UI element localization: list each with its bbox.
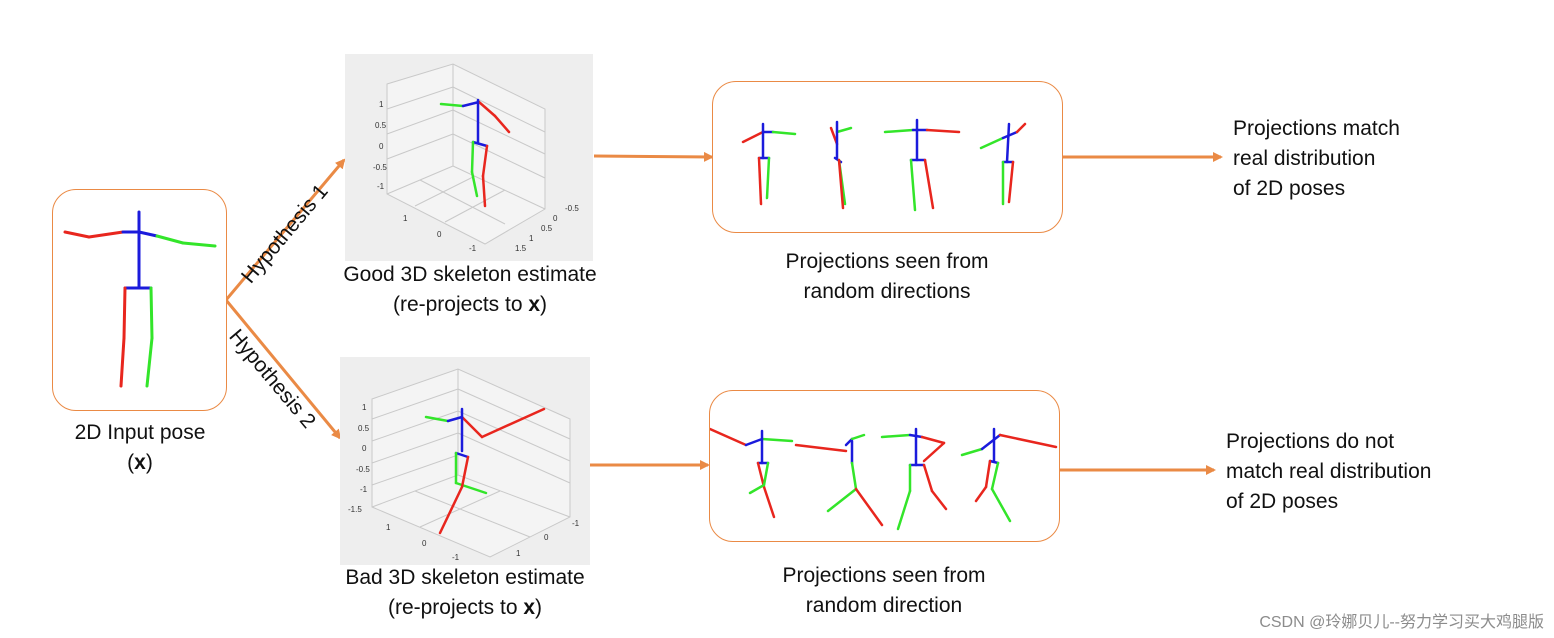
input-pose-label-paren-open: ( — [127, 451, 135, 474]
result-bottom-line1: Projections do not — [1226, 430, 1395, 453]
bad-ztick-1: 0 — [544, 533, 549, 542]
projections-top-caption: Projections seen from random directions — [737, 247, 1037, 307]
good-caption-x: x — [528, 293, 541, 316]
bad-ytick-1: 0.5 — [358, 424, 370, 433]
input-pose-label-line1: 2D Input pose — [74, 421, 206, 444]
input-pose-skeleton — [63, 210, 217, 388]
projections-top-caption-line2: random directions — [803, 280, 971, 303]
good-ztick-4: 1.5 — [515, 244, 527, 253]
result-bottom-text: Projections do not match real distributi… — [1226, 427, 1431, 517]
bad-ytick-5: -1.5 — [348, 505, 362, 514]
good-xtick-1: 0 — [437, 230, 442, 239]
bad-caption-x: x — [523, 596, 536, 619]
result-top-text: Projections match real distribution of 2… — [1233, 114, 1400, 204]
good-caption-line1: Good 3D skeleton estimate — [343, 263, 597, 286]
bad-ztick-0: -1 — [572, 519, 580, 528]
good-caption: Good 3D skeleton estimate (re-projects t… — [305, 260, 635, 320]
input-pose-label-paren-close: ) — [145, 451, 153, 474]
result-top-line2: real distribution — [1233, 147, 1376, 170]
good-ztick-1: 0 — [553, 214, 558, 223]
projections-bottom-caption-line1: Projections seen from — [782, 564, 986, 587]
bad-xtick-2: -1 — [452, 553, 460, 562]
watermark: CSDN @玲娜贝儿--努力学习买大鸡腿版 — [1259, 614, 1544, 631]
hypothesis-1-arrow — [224, 158, 346, 301]
bad-caption-line2-post: ) — [535, 596, 543, 619]
good-ytick-0: 1 — [379, 100, 384, 109]
good-ytick-1: 0.5 — [375, 121, 387, 130]
projections-top-skeletons — [741, 118, 1027, 212]
input-pose-label: 2D Input pose (x) — [40, 418, 240, 478]
input-pose-label-x: x — [134, 451, 146, 474]
projections-bottom-skeletons — [708, 427, 1058, 531]
bad-caption-line1: Bad 3D skeleton estimate — [345, 566, 585, 589]
result-bottom-line3: of 2D poses — [1226, 490, 1339, 513]
good-caption-line2-post: ) — [540, 293, 548, 316]
projections-top-box — [712, 81, 1063, 233]
projections-top-caption-line1: Projections seen from — [785, 250, 989, 273]
bad-ytick-0: 1 — [362, 403, 367, 412]
good-ztick-3: 1 — [529, 234, 534, 243]
hypothesis-2-arrow — [224, 299, 342, 440]
input-pose-box — [52, 189, 227, 411]
bad-xtick-0: 1 — [386, 523, 391, 532]
projections-bottom-caption-line2: random direction — [805, 594, 963, 617]
good-xtick-2: -1 — [469, 244, 477, 253]
bad-ytick-3: -0.5 — [356, 465, 370, 474]
bad-caption-line2-pre: (re-projects to — [387, 596, 524, 619]
good-ztick-0: -0.5 — [565, 204, 579, 213]
bad-xtick-1: 0 — [422, 539, 427, 548]
bad-3d-plot: 1 0.5 0 -0.5 -1 -1.5 1 0 -1 -1 0 1 — [340, 357, 590, 565]
bad-3d-plot-graphic — [371, 368, 571, 558]
good-3d-plot-graphic — [386, 63, 546, 245]
bad-ytick-2: 0 — [362, 444, 367, 453]
good-ytick-4: -1 — [377, 182, 385, 191]
bad-caption: Bad 3D skeleton estimate (re-projects to… — [300, 563, 630, 623]
projections-bottom-box — [708, 390, 1060, 542]
result-top-line3: of 2D poses — [1233, 177, 1346, 200]
good-ytick-2: 0 — [379, 142, 384, 151]
good-caption-line2-pre: (re-projects to — [392, 293, 529, 316]
good-3d-plot: 1 0.5 0 -0.5 -1 1 0 -1 -0.5 0 0.5 1 1.5 — [345, 54, 593, 261]
result-top-line1: Projections match — [1233, 117, 1400, 140]
good-to-projections-arrow — [593, 151, 714, 162]
good-ytick-3: -0.5 — [373, 163, 387, 172]
result-bottom-line2: match real distribution — [1226, 460, 1432, 483]
bad-ztick-2: 1 — [516, 549, 521, 558]
good-ztick-2: 0.5 — [541, 224, 553, 233]
projections-bottom-caption: Projections seen from random direction — [734, 561, 1034, 621]
good-xtick-0: 1 — [403, 214, 408, 223]
bad-ytick-4: -1 — [360, 485, 368, 494]
